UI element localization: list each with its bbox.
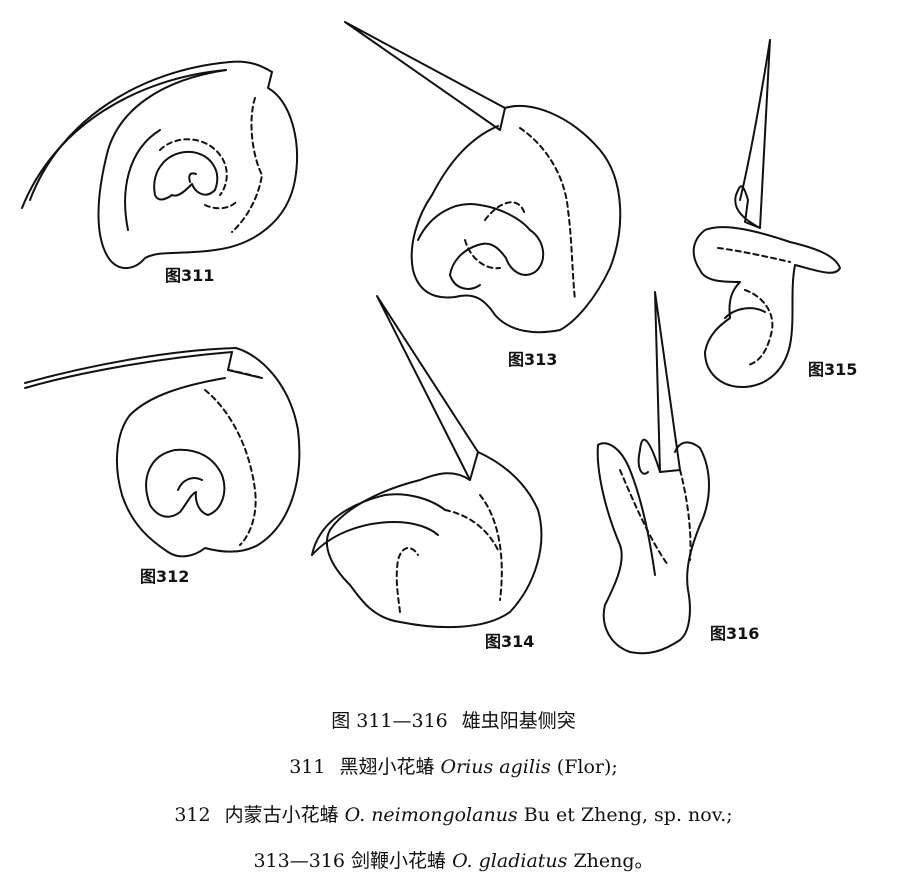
figure-label-312: 图312	[140, 567, 190, 586]
caption-313-latin: O. gladiatus	[452, 850, 568, 872]
caption-312-author: Bu et Zheng, sp. nov.;	[523, 804, 733, 826]
caption-title-fig: 图 311—316	[331, 710, 448, 732]
caption-312-cn: 内蒙古小花蝽	[224, 804, 339, 826]
caption-line-312: 312 内蒙古小花蝽 O. neimongolanus Bu et Zheng, …	[0, 800, 907, 827]
caption-title-text: 雄虫阳基侧突	[461, 710, 576, 732]
caption-312-latin: O. neimongolanus	[344, 804, 518, 826]
figure-label-314: 图314	[485, 632, 535, 651]
caption-line-311: 311 黑翅小花蝽 Orius agilis (Flor);	[0, 752, 907, 779]
figure-label-311: 图311	[165, 266, 215, 285]
caption-line-313-316: 313—316 剑鞭小花蝽 O. gladiatus Zheng。	[0, 846, 907, 873]
figure-312-drawing	[24, 347, 301, 558]
figure-314-drawing	[311, 295, 543, 629]
caption-311-cn: 黑翅小花蝽	[339, 756, 435, 778]
caption-312-num: 312	[174, 804, 211, 826]
caption-311-num: 311	[289, 756, 326, 778]
figure-313-drawing	[344, 21, 622, 334]
caption-313-cn: 剑鞭小花蝽	[351, 850, 447, 872]
figure-315-drawing	[692, 39, 841, 389]
caption-313-author: Zheng。	[573, 850, 654, 872]
figure-plate	[21, 21, 841, 655]
caption-311-latin: Orius agilis	[440, 756, 551, 778]
figure-316-drawing	[596, 291, 710, 655]
figure-311-drawing	[21, 60, 298, 269]
caption-title: 图 311—316 雄虫阳基侧突	[0, 706, 907, 733]
caption-311-author: (Flor);	[556, 756, 618, 778]
figure-label-315: 图315	[808, 360, 858, 379]
caption-313-num: 313—316	[253, 850, 345, 872]
figure-label-313: 图313	[508, 350, 558, 369]
figure-label-316: 图316	[710, 624, 760, 643]
